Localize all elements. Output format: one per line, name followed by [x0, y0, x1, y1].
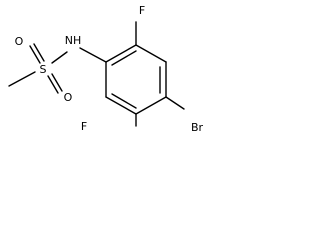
bond-methyl-sulfur — [8, 71, 36, 87]
bond-ring-bromine — [165, 96, 185, 110]
bond-sulfur-oxygen-top-2 — [33, 43, 45, 62]
ring-double-bond-inner-left — [111, 50, 137, 66]
ring-bond-2 — [135, 44, 167, 63]
ring-bond-1 — [105, 44, 137, 63]
atom-fluorine-bottom: F — [81, 120, 87, 133]
ring-bond-5 — [105, 96, 137, 115]
atom-fluorine-top: F — [139, 4, 145, 17]
bond-nitrogen-ring — [79, 47, 107, 63]
chemical-structure: F F NH S O O Br — [8, 4, 204, 134]
ring-bond-4 — [135, 96, 167, 115]
atom-sulfur: S — [40, 63, 47, 76]
atom-oxygen-bottom: O — [64, 91, 73, 104]
bond-sulfur-nitrogen — [51, 51, 68, 64]
ring-double-bond-inner-bottom — [111, 93, 137, 109]
atom-bromine: Br — [191, 121, 204, 134]
bond-sulfur-oxygen-top-1 — [29, 45, 41, 64]
bond-sulfur-oxygen-bottom-2 — [51, 73, 63, 92]
bond-sulfur-oxygen-bottom-1 — [47, 75, 59, 94]
atom-oxygen-top: O — [15, 35, 24, 48]
atom-nitrogen-hydrogen: NH — [65, 34, 82, 47]
